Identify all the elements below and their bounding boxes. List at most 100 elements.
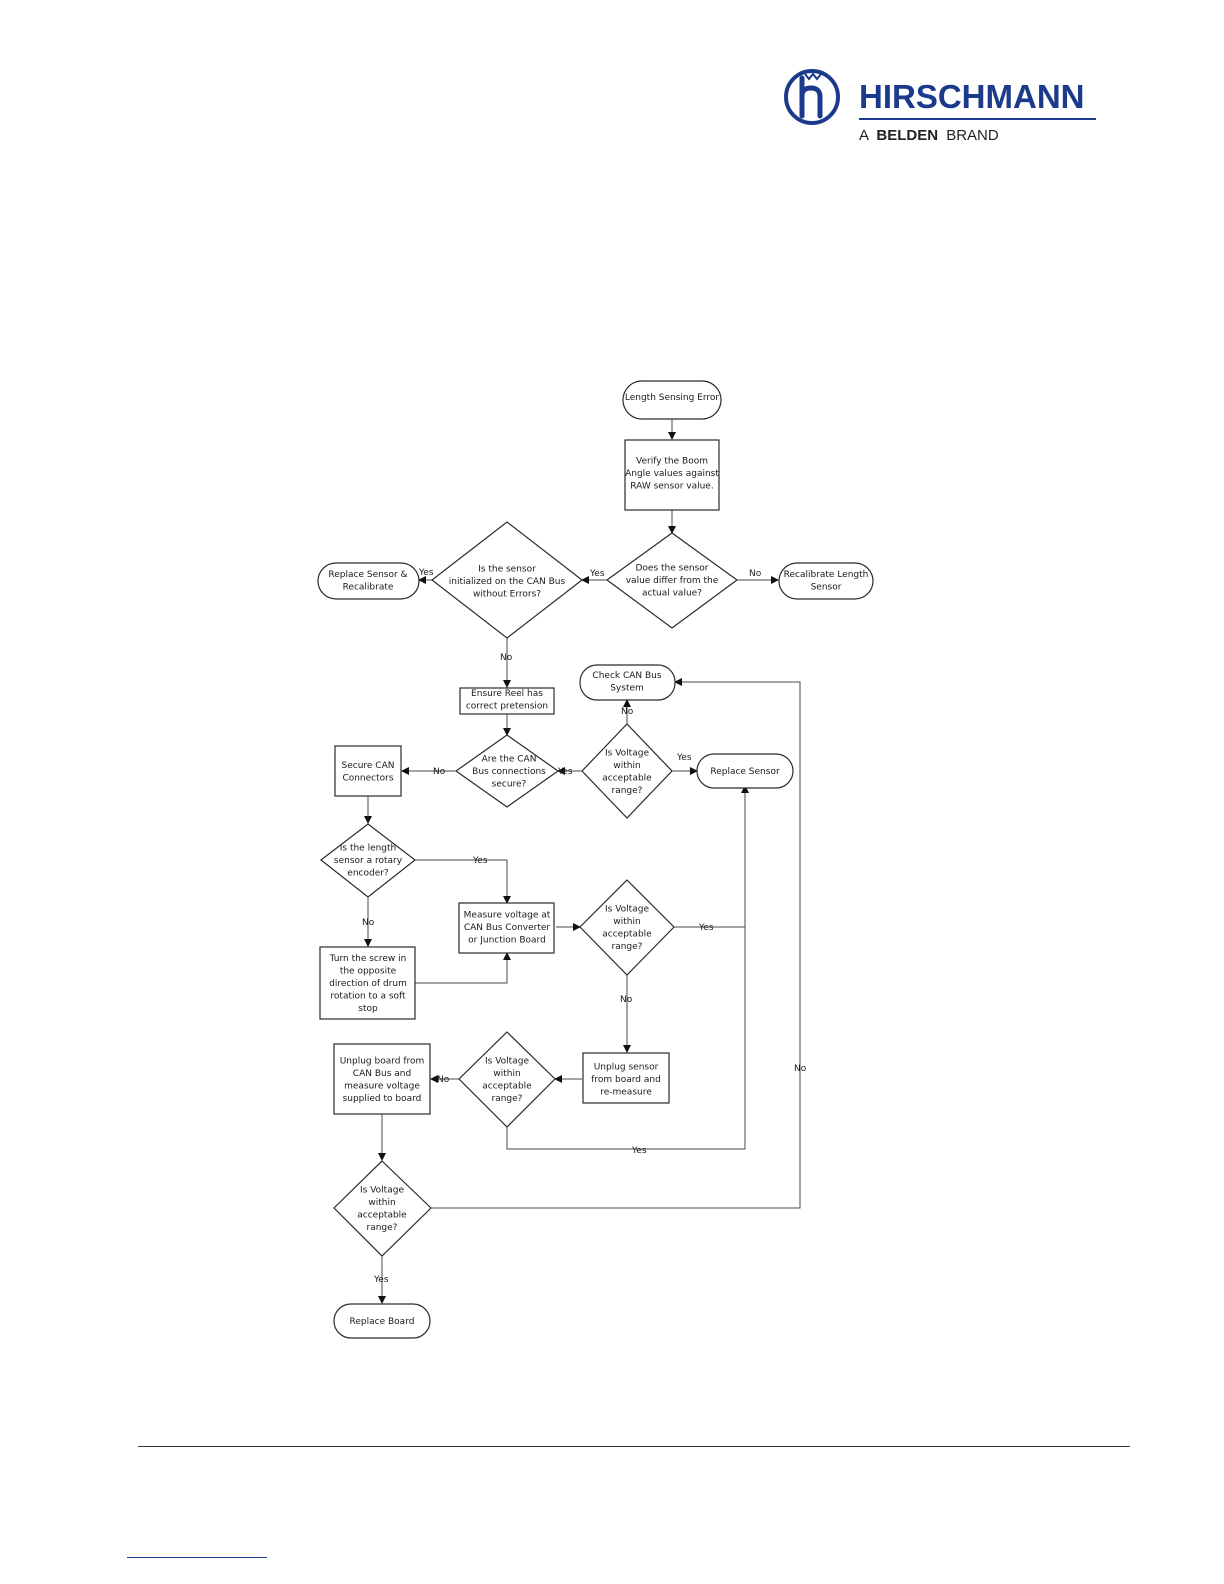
- label-volt2-yes: Yes: [698, 923, 714, 933]
- node-label-secure-can: Secure CAN Connectors: [342, 761, 395, 784]
- node-label-line: measure voltage: [344, 1081, 420, 1091]
- node-label-line: range?: [492, 1094, 523, 1104]
- node-secure-can-connectors: Secure CAN Connectors: [334, 745, 402, 797]
- node-label-line: Unplug sensor: [594, 1063, 659, 1073]
- node-label-line: actual value?: [642, 589, 702, 599]
- node-label-line: within: [613, 761, 640, 771]
- node-label-line: range?: [612, 786, 643, 796]
- node-label-line: Recalibrate Length: [784, 570, 869, 580]
- edge-volt3-yes: [506, 1127, 745, 1150]
- node-label-line: re-measure: [600, 1088, 652, 1098]
- brand-logo: HIRSCHMANN A BELDEN BRAND: [780, 66, 1100, 148]
- node-label-replace-board: Replace Board: [350, 1317, 415, 1327]
- node-label-line: acceptable: [602, 929, 652, 939]
- node-label-line: acceptable: [482, 1081, 532, 1091]
- node-label-line: Secure CAN: [342, 761, 395, 771]
- node-label-line: Replace Sensor &: [328, 570, 407, 580]
- brand-tagline-prefix: A: [859, 127, 869, 144]
- flowchart-edge-labels: No Yes Yes No No Yes Yes No Yes No Yes N…: [362, 568, 807, 1285]
- node-label-volt2: Is Voltage within acceptable range?: [602, 904, 652, 952]
- node-label-line: RAW sensor value.: [630, 482, 713, 492]
- node-label-line: Turn the screw in: [329, 954, 407, 964]
- label-volt1-no: No: [621, 707, 634, 717]
- node-label-line: Is Voltage: [360, 1185, 404, 1195]
- node-label-line: System: [610, 683, 644, 693]
- node-label-line: Replace Board: [350, 1317, 415, 1327]
- node-label-line: within: [493, 1069, 520, 1079]
- edge-rotary-measure: [415, 859, 511, 904]
- node-label-line: Bus connections: [472, 767, 546, 777]
- footer-divider: [138, 1446, 1130, 1447]
- node-replace-sensor-recalibrate: Replace Sensor & Recalibrate: [317, 562, 420, 600]
- edge-turn-measure: [415, 952, 511, 984]
- node-label-line: secure?: [492, 780, 527, 790]
- node-label-line: Connectors: [342, 773, 393, 783]
- node-label-line: direction of drum: [329, 979, 407, 989]
- brand-tagline-bold: BELDEN: [876, 127, 938, 144]
- label-volt4-no: No: [794, 1064, 807, 1074]
- node-label-line: CAN Bus Converter: [464, 923, 551, 933]
- node-label-line: supplied to board: [343, 1094, 422, 1104]
- node-label-line: Are the CAN: [482, 755, 537, 765]
- node-label-line: Is Voltage: [605, 748, 649, 758]
- node-label-secure-q: Are the CAN Bus connections secure?: [472, 755, 546, 790]
- footer-link-underline: [127, 1557, 267, 1558]
- node-label-line: Measure voltage at: [464, 911, 551, 921]
- node-replace-sensor: Replace Sensor: [696, 753, 794, 789]
- node-voltage-range-decision-2: Is Voltage within acceptable range?: [579, 879, 675, 976]
- label-differ-no: No: [749, 569, 762, 579]
- label-volt4-yes: Yes: [373, 1275, 389, 1285]
- label-rotary-yes: Yes: [472, 856, 488, 866]
- node-label-line: Is Voltage: [485, 1056, 529, 1066]
- node-label-line: encoder?: [347, 869, 389, 879]
- label-volt3-no: No: [437, 1075, 450, 1085]
- label-volt3-yes: Yes: [631, 1146, 647, 1156]
- label-rotary-no: No: [362, 918, 375, 928]
- node-label-line: CAN Bus and: [353, 1069, 411, 1079]
- node-label-line: sensor a rotary: [334, 856, 403, 866]
- edge-volt4-checkcan: [431, 678, 801, 1209]
- node-label-line: initialized on the CAN Bus: [449, 577, 566, 587]
- node-label-line: rotation to a soft: [330, 992, 406, 1002]
- node-label-replace-recal: Replace Sensor & Recalibrate: [328, 570, 407, 593]
- node-label-line: range?: [367, 1223, 398, 1233]
- node-label-line: Verify the Boom: [636, 457, 708, 467]
- flowchart-edges: [364, 419, 801, 1304]
- node-label-line: or Junction Board: [468, 936, 546, 946]
- brand-tagline: A BELDEN BRAND: [859, 127, 999, 144]
- label-secure-yes: Yes: [557, 767, 573, 777]
- node-label-start: Length Sensing Error: [625, 393, 720, 403]
- label-init-no: No: [500, 653, 513, 663]
- node-replace-board: Replace Board: [333, 1303, 431, 1339]
- node-label-line: Does the sensor: [636, 564, 709, 574]
- node-measure-voltage-converter: Measure voltage at CAN Bus Converter or Ju…: [458, 902, 555, 954]
- node-label-line: stop: [358, 1004, 378, 1014]
- node-label-line: Replace Sensor: [710, 767, 780, 777]
- node-label-line: Check CAN Bus: [592, 671, 661, 681]
- node-label-line: Recalibrate: [343, 582, 394, 592]
- node-can-connections-secure-decision: Are the CAN Bus connections secure?: [454, 734, 560, 808]
- brand-name: HIRSCHMANN: [859, 78, 1085, 115]
- node-label-line: within: [613, 917, 640, 927]
- node-label-line: Angle values against: [625, 469, 719, 479]
- label-differ-yes: Yes: [589, 569, 605, 579]
- node-label-line: Is Voltage: [605, 904, 649, 914]
- node-label-line: range?: [612, 942, 643, 952]
- node-label-measure: Measure voltage at CAN Bus Converter or Ju…: [464, 911, 551, 946]
- node-label-line: correct pretension: [466, 701, 548, 711]
- node-voltage-range-decision-3: Is Voltage within acceptable range?: [458, 1031, 556, 1128]
